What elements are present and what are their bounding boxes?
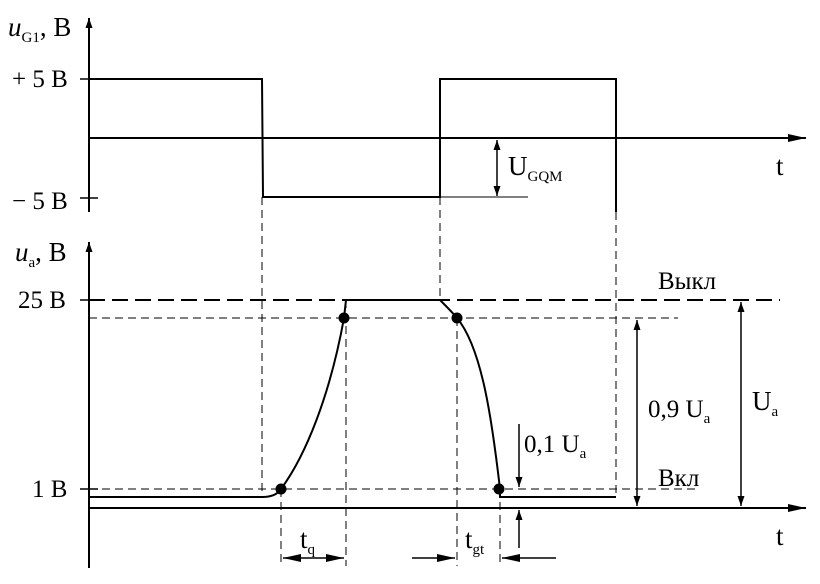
tq-label: tq [300,524,316,558]
tick-label-1v: 1 В [32,476,67,503]
top-plot: uG1, В + 5 В − 5 В t UGQM [8,12,806,215]
point-turn-on-start [275,483,287,495]
tgt-label: tgt [465,524,485,558]
point-turn-off-end [493,483,505,495]
tick-label-plus5: + 5 В [12,66,68,93]
label-off: Выкл [658,268,716,295]
point-turn-off-90 [451,312,463,324]
anode-voltage-curve [89,299,616,498]
ua09-label: 0,9 Ua [648,396,711,427]
bottom-plot: ua, В 25 В 1 В t Выкл Вкл Ua 0, [15,197,806,568]
top-x-label: t [776,151,784,181]
point-turn-on-90 [338,312,350,324]
tick-label-minus5: − 5 В [12,188,68,215]
tick-label-25v: 25 В [18,287,66,314]
label-on: Вкл [658,465,699,492]
top-y-label: uG1, В [8,12,71,46]
bottom-y-label: ua, В [15,237,67,271]
ua01-label: 0,1 Ua [524,431,587,462]
bottom-x-label: t [776,521,784,551]
ua-label: Ua [752,386,779,420]
gate-signal [89,78,617,212]
ugqm-label: UGQM [508,151,563,185]
